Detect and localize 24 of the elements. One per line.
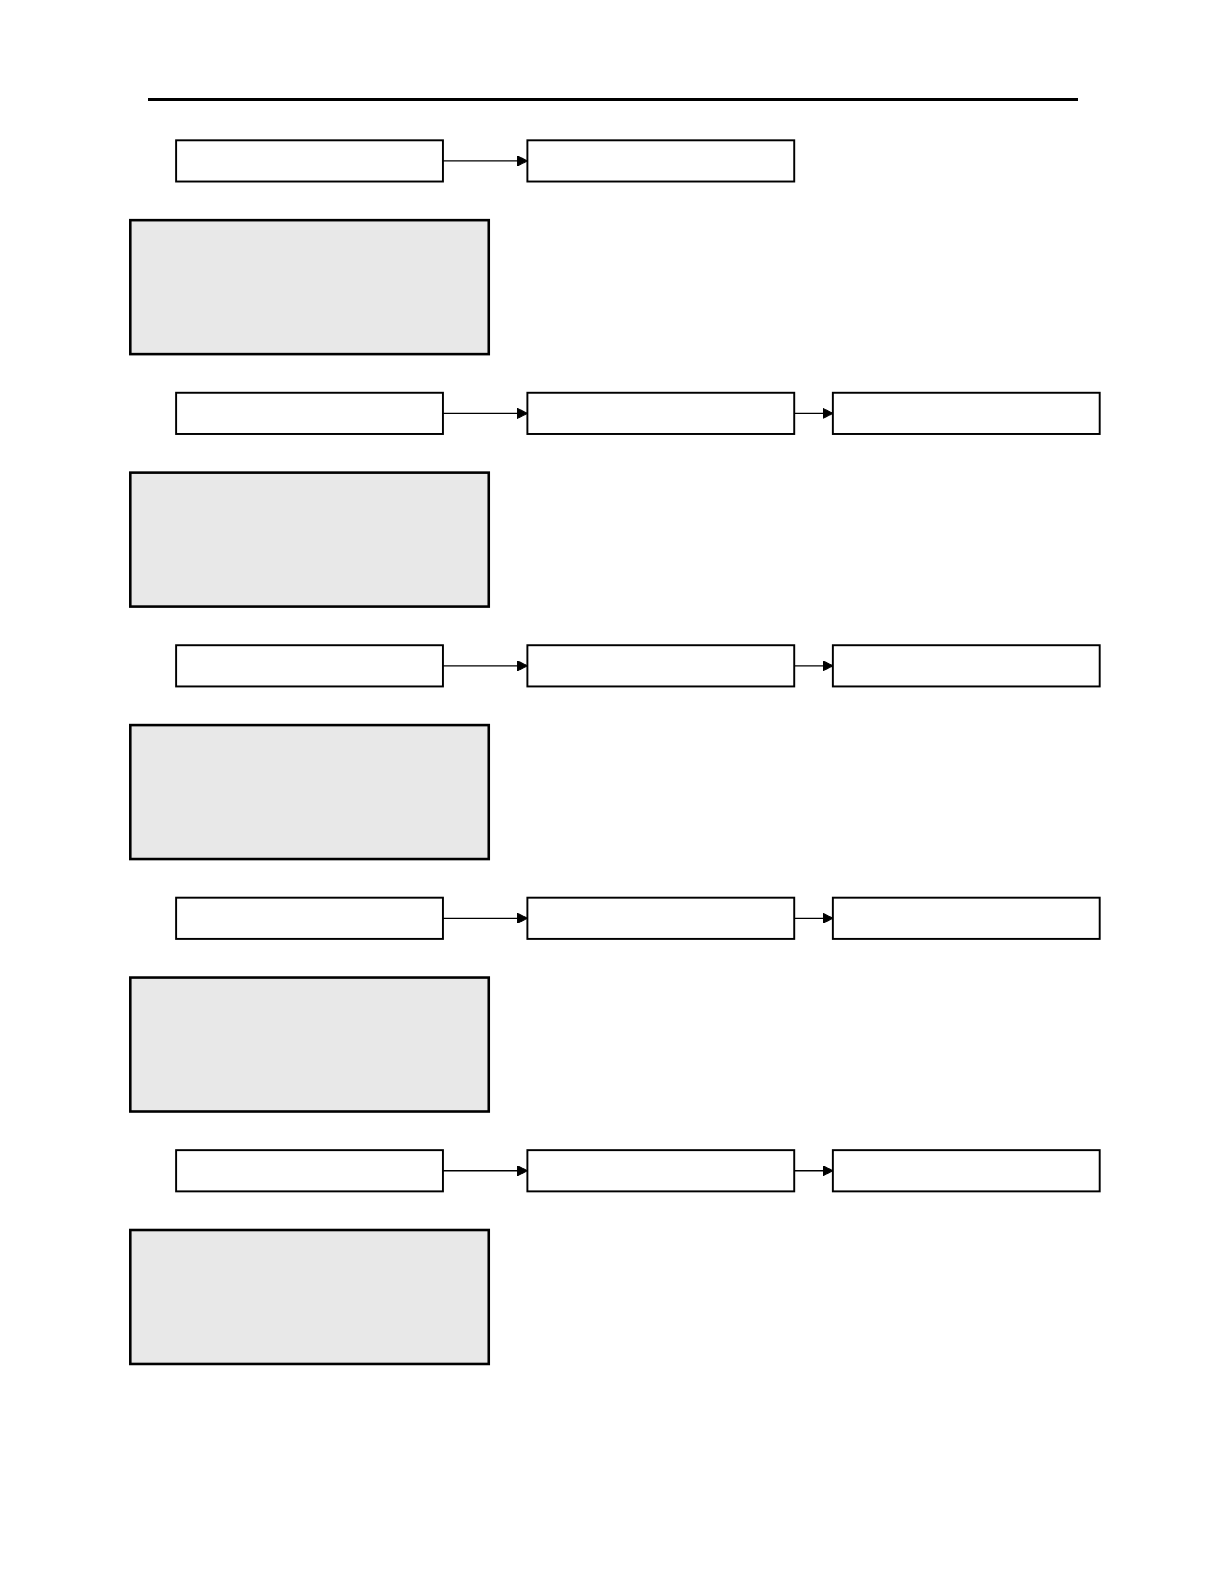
- arrow: [442, 660, 528, 672]
- node-box: [526, 139, 796, 183]
- arrow: [442, 912, 528, 924]
- arrow: [442, 1165, 528, 1177]
- arrow: [442, 155, 528, 167]
- node-box: [129, 471, 491, 608]
- node-box: [831, 896, 1101, 940]
- node-box: [831, 1149, 1101, 1193]
- node-box: [526, 1149, 796, 1193]
- node-box: [831, 391, 1101, 435]
- node-box: [526, 896, 796, 940]
- node-box: [129, 218, 491, 356]
- arrow: [442, 407, 528, 420]
- node-box: [526, 644, 796, 688]
- node-box: [175, 391, 444, 435]
- node-box: [175, 644, 444, 688]
- node-box: [831, 644, 1101, 688]
- node-box: [129, 976, 491, 1113]
- node-box: [175, 896, 444, 940]
- node-box: [175, 139, 444, 183]
- node-box: [129, 723, 491, 861]
- node-box: [526, 391, 796, 435]
- node-box: [129, 1228, 491, 1366]
- node-box: [175, 1149, 444, 1193]
